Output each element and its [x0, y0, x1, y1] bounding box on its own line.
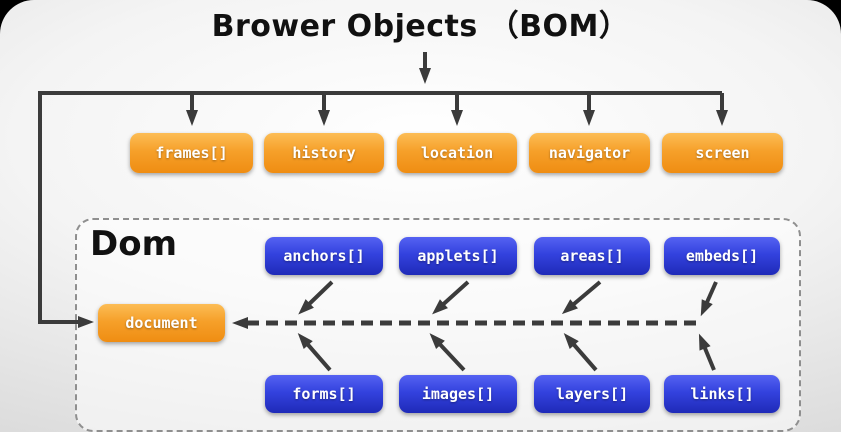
dom-node-areas: areas[] [534, 237, 650, 275]
dom-node-applets: applets[] [399, 237, 517, 275]
bom-node-frames: frames[] [130, 133, 253, 173]
bom-node-navigator: navigator [529, 133, 650, 173]
dom-node-layers: layers[] [534, 375, 650, 413]
bom-node-screen: screen [662, 133, 783, 173]
dom-node-document: document [98, 304, 225, 342]
dom-node-forms: forms[] [265, 375, 383, 413]
dom-node-links: links[] [664, 375, 780, 413]
dom-label: Dom [90, 224, 178, 264]
bom-node-history: history [264, 133, 384, 173]
dom-node-embeds: embeds[] [664, 237, 780, 275]
dom-node-images: images[] [399, 375, 517, 413]
dom-node-anchors: anchors[] [265, 237, 383, 275]
bom-node-location: location [397, 133, 517, 173]
diagram-title: Brower Objects （BOM） [211, 9, 630, 44]
